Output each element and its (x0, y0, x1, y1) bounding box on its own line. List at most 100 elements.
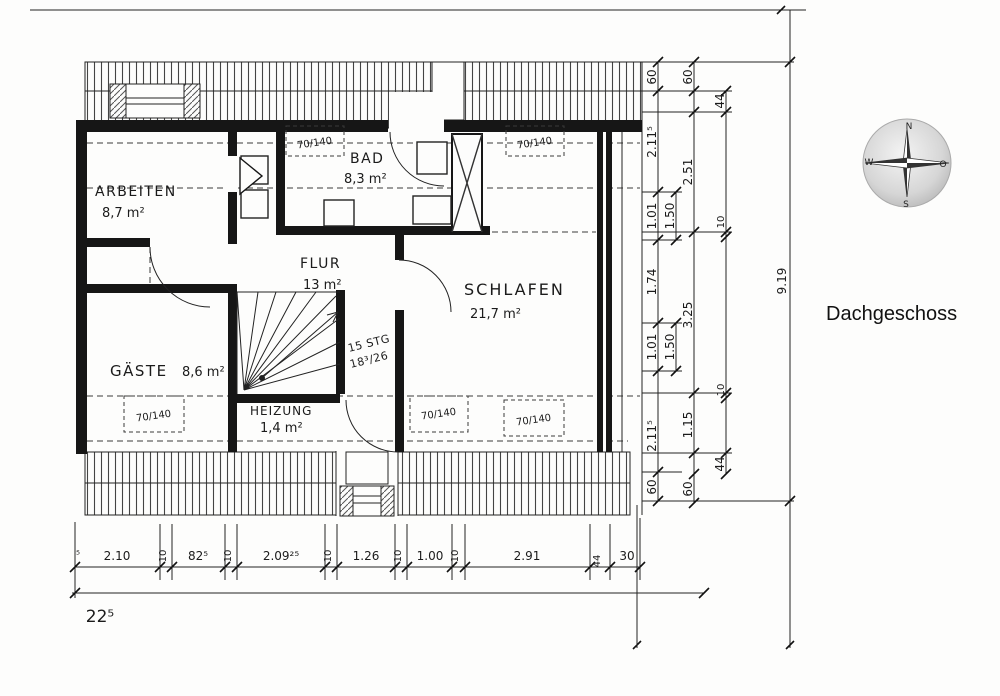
compass-label-south: S (903, 200, 909, 210)
room-area-bad: 8,3 m² (344, 172, 387, 187)
dim-b-210: 2.10 (104, 549, 131, 563)
dim-115: 1.15 (681, 412, 695, 439)
room-label-schlafen: SCHLAFEN (464, 280, 565, 299)
dim-60-bot-b: 60 (681, 481, 695, 496)
right-eave-lines (621, 62, 643, 515)
top-window-glazing (126, 97, 184, 105)
fixture-3 (323, 199, 355, 227)
dim-60-top-a: 60 (645, 69, 659, 84)
dim-total-919: 9.19 (775, 268, 789, 295)
dim-150-bot: 1.50 (663, 334, 677, 361)
roof-window-box-2 (505, 125, 565, 157)
fixture-2 (240, 189, 269, 219)
stair-treads (236, 291, 341, 391)
dim-101-bot: 1.01 (645, 334, 659, 361)
stair-label-group: 15 STG 18³/26 (347, 332, 392, 371)
compass-label-east: O (939, 160, 946, 170)
bottom-window-jamb-right (380, 485, 395, 517)
floor-title: Dachgeschoss (826, 303, 957, 325)
dim-b-20925: 2.09²⁵ (263, 549, 300, 563)
door-triangle-arbeiten (239, 156, 264, 196)
walls (76, 120, 642, 454)
roof-window-label-3: 70/140 (135, 409, 171, 425)
door-arc-schlafen (398, 259, 452, 313)
wall-gaeste-north (87, 284, 237, 293)
fixture-4 (416, 141, 448, 175)
dim-right-chain-lines (657, 10, 791, 648)
door-arc-heizung (345, 399, 399, 453)
room-label-gaeste: GÄSTE (110, 361, 168, 380)
room-labels: ARBEITEN 8,7 m² BAD 8,3 m² FLUR 13 m² SC… (95, 151, 565, 436)
dim-150-top: 1.50 (663, 203, 677, 230)
sheet-border (30, 5, 806, 15)
dim-b-825: 82⁵ (188, 549, 208, 563)
fixture-5 (412, 195, 452, 225)
door-arc-bad (389, 131, 445, 187)
compass-rose-icon: N O S W (862, 118, 952, 210)
bad-door-gap (389, 92, 444, 132)
wall-exterior-right-outer (597, 132, 603, 452)
stair-well-outline (236, 291, 340, 394)
dim-b-30: 30 (619, 549, 634, 563)
wall-exterior-left (76, 120, 87, 454)
dim-right-ticks (632, 56, 796, 650)
top-window-jamb-left (109, 83, 127, 119)
roof-window-box-1 (285, 125, 345, 157)
dim-b-5: ⁵ (76, 550, 80, 561)
dim-44-top: 44 (713, 93, 727, 108)
shaft (451, 133, 483, 233)
dim-60-bot-a: 60 (645, 479, 659, 494)
shaft-cross (451, 133, 483, 233)
dim-b-total: 22⁵ (86, 607, 114, 627)
bottom-roof-band (84, 451, 631, 517)
bottom-gap-edges (335, 451, 399, 516)
wall-flur-schlafen-lower (395, 310, 404, 452)
wall-shaft-south (404, 226, 490, 235)
dim-right-extension-lines (642, 61, 794, 502)
dim-60-top-b: 60 (681, 69, 695, 84)
dim-b-10c: 10 (323, 550, 334, 563)
room-area-gaeste: 8,6 m² (182, 365, 225, 380)
roof-window-label-1: 70/140 (296, 136, 332, 152)
wall-bad-south (276, 226, 404, 235)
room-area-heizung: 1,4 m² (260, 421, 303, 436)
dim-2115-bot: 2.11⁵ (645, 420, 659, 452)
dim-251: 2.51 (681, 159, 695, 186)
dim-b-10e: 10 (450, 550, 461, 563)
dim-bottom-ticks (69, 561, 710, 599)
top-roof-band (84, 61, 643, 132)
bottom-dormer-upper (345, 451, 389, 485)
dim-325: 3.25 (681, 302, 695, 329)
dim-2115-top: 2.11⁵ (645, 126, 659, 158)
compass-needle-s-dark (903, 163, 907, 197)
room-label-flur: FLUR (300, 256, 341, 272)
dimension-bottom: ⁵ 2.10 10 82⁵ 10 2.09²⁵ 10 1.26 10 1.00 … (69, 518, 710, 627)
roof-window-label-2: 70/140 (516, 136, 552, 152)
wall-vestibule (87, 238, 150, 247)
dim-b-10d: 10 (393, 550, 404, 563)
roof-window-box-3 (123, 395, 185, 433)
wall-stairs-south (237, 394, 340, 403)
bottom-window-glazing (353, 495, 381, 504)
compass-label-west: W (865, 158, 874, 168)
top-border-tick (776, 5, 786, 15)
dim-10-top: 10 (716, 216, 727, 229)
roof-window-label-5: 70/140 (515, 413, 551, 429)
dimension-right: 60 60 44 2.11⁵ 2.51 1.01 1.50 10 1.74 3.… (632, 10, 796, 650)
wall-flur-schlafen-upper (395, 226, 404, 260)
room-area-flur: 13 m² (303, 278, 342, 293)
dim-b-10a: 10 (158, 550, 169, 563)
dim-44-bot: 44 (713, 456, 727, 471)
room-label-heizung: HEIZUNG (250, 404, 312, 418)
room-area-schlafen: 21,7 m² (470, 307, 521, 322)
roof-window-box-5 (503, 399, 565, 437)
compass-needle-w-dark (865, 158, 907, 163)
roof-window-box-4 (409, 395, 469, 433)
dim-b-291: 2.91 (514, 549, 541, 563)
doors (149, 131, 452, 453)
roof-windows: 70/140 70/140 70/140 70/140 70/140 (123, 125, 565, 437)
bottom-window-jamb-left (339, 485, 354, 517)
arbeiten-door-opening (227, 156, 238, 192)
